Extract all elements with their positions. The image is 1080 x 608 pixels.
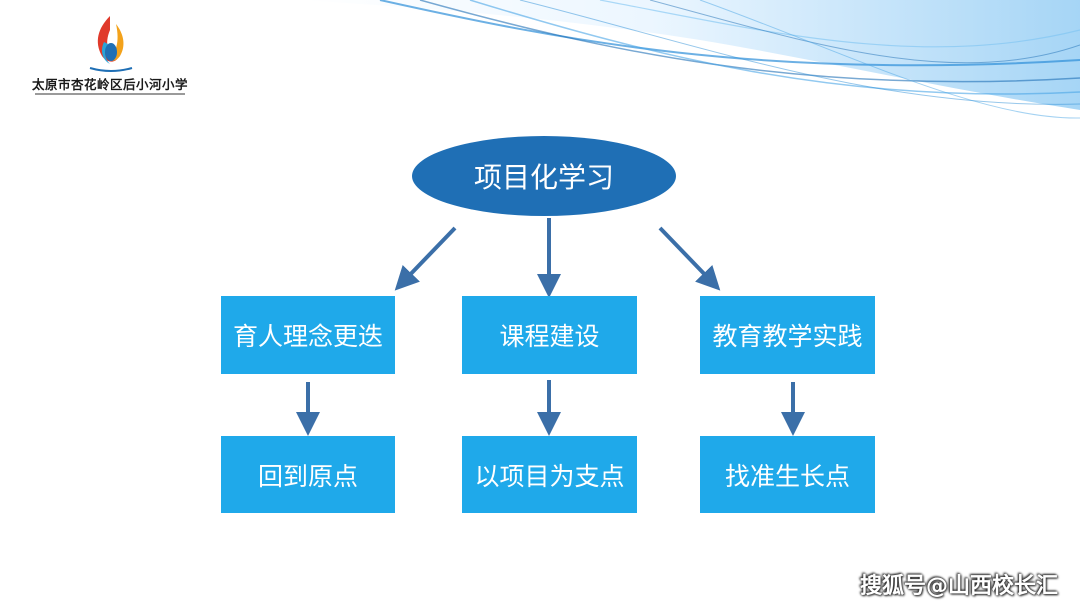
wave-background [300, 0, 1080, 119]
school-logo: 太原市杏花岭区后小河小学 [30, 12, 190, 102]
node-curriculum-building: 课程建设 [462, 296, 637, 374]
node-teaching-practice: 教育教学实践 [700, 296, 875, 374]
flame-logo-icon [89, 16, 133, 72]
arrow-root-to-left [394, 226, 457, 291]
node-back-to-origin: 回到原点 [221, 436, 395, 513]
root-node: 项目化学习 [412, 136, 676, 216]
watermark: 搜狐号@山西校长汇 [859, 574, 1058, 599]
school-subtitle-line [35, 93, 185, 95]
node-project-as-fulcrum: 以项目为支点 [462, 436, 637, 513]
school-name: 太原市杏花岭区后小河小学 [31, 77, 188, 92]
node-find-growth-point: 找准生长点 [700, 436, 875, 513]
node-philosophy-update: 育人理念更迭 [221, 296, 395, 374]
arrow-root-to-right [658, 226, 721, 291]
